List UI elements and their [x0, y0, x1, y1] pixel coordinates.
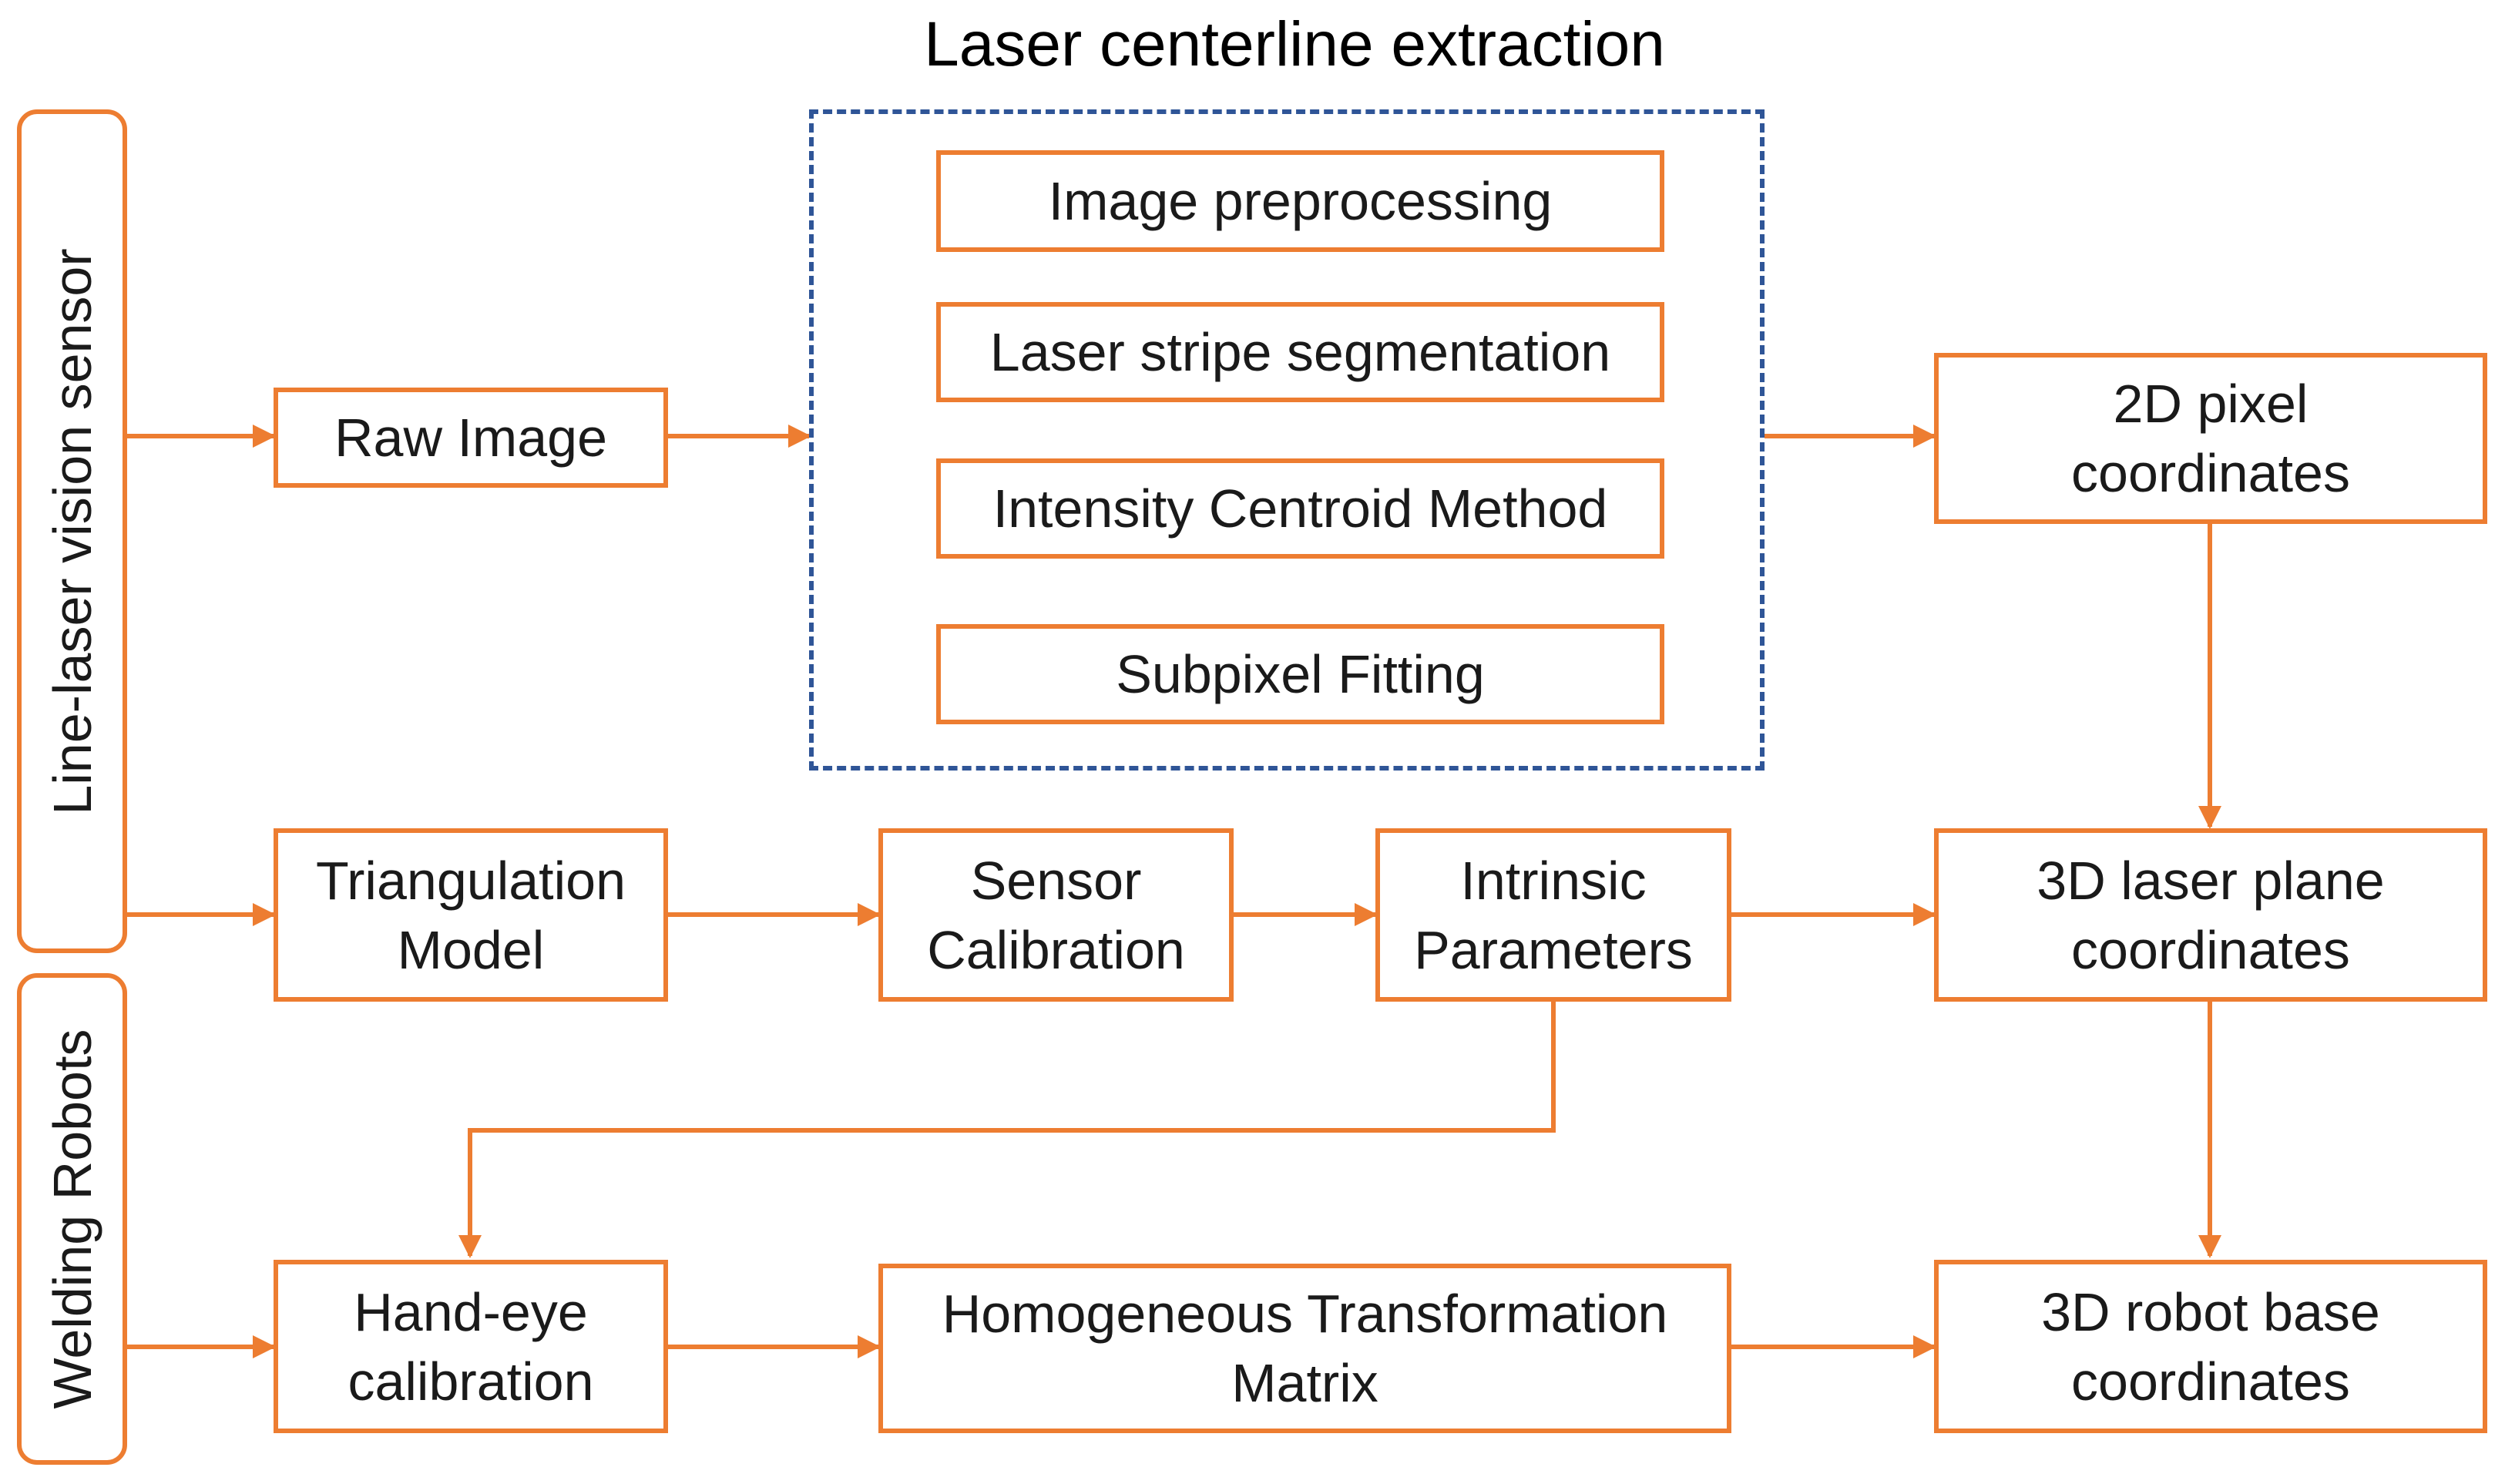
triangulation-model-line-2: Model — [397, 919, 545, 980]
line-laser-sensor-box: Line-laser vision sensor — [17, 109, 127, 953]
arrow-intrinsic-to-hand-eye — [458, 1002, 1556, 1258]
homogeneous-transformation-matrix-line-1: Homogeneous Transformation — [942, 1284, 1668, 1344]
triangulation-model-line-1: Triangulation — [315, 850, 626, 911]
intrinsic-parameters-line-1: Intrinsic — [1460, 850, 1647, 911]
3d-robot-base-coordinates-line-1: 3D robot base — [2041, 1281, 2380, 1342]
triangulation-model-box: Triangulation Model — [274, 828, 668, 1002]
raw-image-label: Raw Image — [334, 408, 608, 468]
laser-centerline-extraction-group — [809, 109, 1765, 771]
3d-laser-plane-coordinates-line-1: 3D laser plane — [2037, 850, 2385, 911]
line-laser-sensor-label: Line-laser vision sensor — [42, 247, 102, 815]
sensor-calibration-line-1: Sensor — [970, 850, 1142, 911]
image-preprocessing-box: Image preprocessing — [936, 150, 1664, 252]
3d-laser-plane-coordinates-line-2: coordinates — [2071, 919, 2350, 980]
intensity-centroid-method-box: Intensity Centroid Method — [936, 458, 1664, 559]
2d-pixel-coordinates-box: 2D pixel coordinates — [1934, 353, 2487, 524]
hand-eye-calibration-line-2: calibration — [348, 1351, 594, 1412]
3d-robot-base-coordinates-box: 3D robot base coordinates — [1934, 1260, 2487, 1433]
homogeneous-transformation-matrix-line-2: Matrix — [1231, 1353, 1378, 1413]
2d-pixel-coordinates-line-2: coordinates — [2071, 443, 2350, 503]
laser-stripe-segmentation-box: Laser stripe segmentation — [936, 302, 1664, 402]
subpixel-fitting-box: Subpixel Fitting — [936, 624, 1664, 724]
laser-stripe-segmentation-label: Laser stripe segmentation — [989, 322, 1611, 382]
image-preprocessing-label: Image preprocessing — [1048, 171, 1553, 231]
hand-eye-calibration-line-1: Hand-eye — [354, 1281, 588, 1342]
2d-pixel-coordinates-line-1: 2D pixel — [2113, 374, 2309, 434]
welding-robots-box: Welding Robots — [17, 973, 127, 1465]
raw-image-box: Raw Image — [274, 388, 668, 488]
hand-eye-calibration-box: Hand-eye calibration — [274, 1260, 668, 1433]
homogeneous-transformation-matrix-box: Homogeneous Transformation Matrix — [878, 1264, 1731, 1433]
intensity-centroid-method-label: Intensity Centroid Method — [992, 478, 1608, 539]
3d-laser-plane-coordinates-box: 3D laser plane coordinates — [1934, 828, 2487, 1002]
3d-robot-base-coordinates-line-2: coordinates — [2071, 1351, 2350, 1412]
sensor-calibration-box: Sensor Calibration — [878, 828, 1234, 1002]
intrinsic-parameters-line-2: Parameters — [1414, 919, 1693, 980]
intrinsic-parameters-box: Intrinsic Parameters — [1375, 828, 1731, 1002]
sensor-calibration-line-2: Calibration — [927, 919, 1185, 980]
subpixel-fitting-label: Subpixel Fitting — [1116, 644, 1485, 704]
diagram-title: Laser centerline extraction — [924, 9, 1665, 79]
welding-robots-label: Welding Robots — [42, 1029, 102, 1409]
